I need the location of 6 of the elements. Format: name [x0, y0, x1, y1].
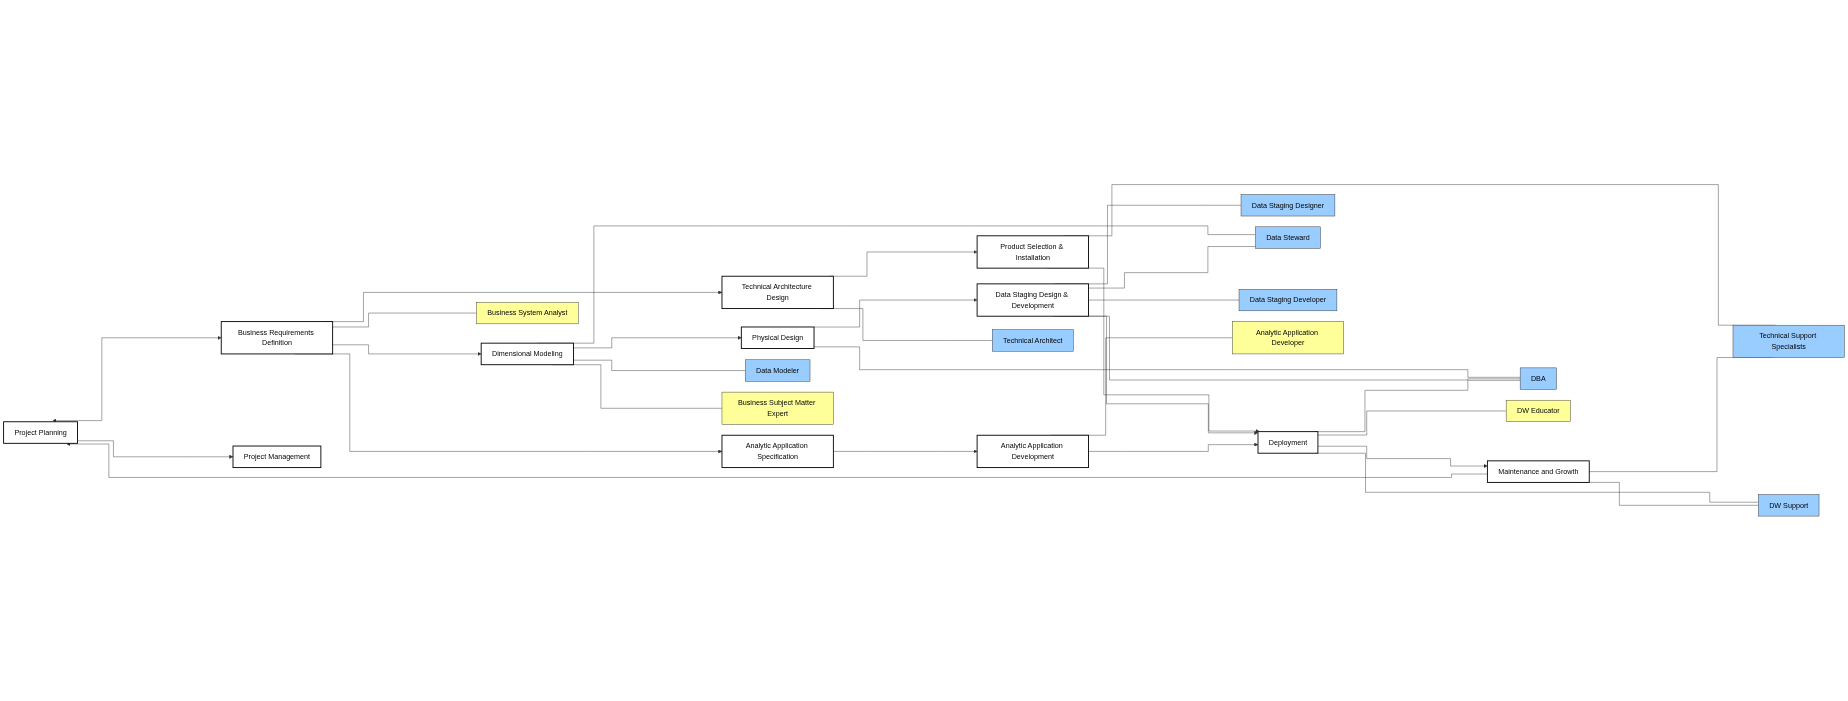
connector — [1317, 410, 1507, 436]
connector — [1088, 246, 1256, 289]
connector — [813, 346, 1521, 378]
connector — [1088, 299, 1240, 301]
connector — [573, 360, 746, 371]
connector — [332, 313, 477, 328]
